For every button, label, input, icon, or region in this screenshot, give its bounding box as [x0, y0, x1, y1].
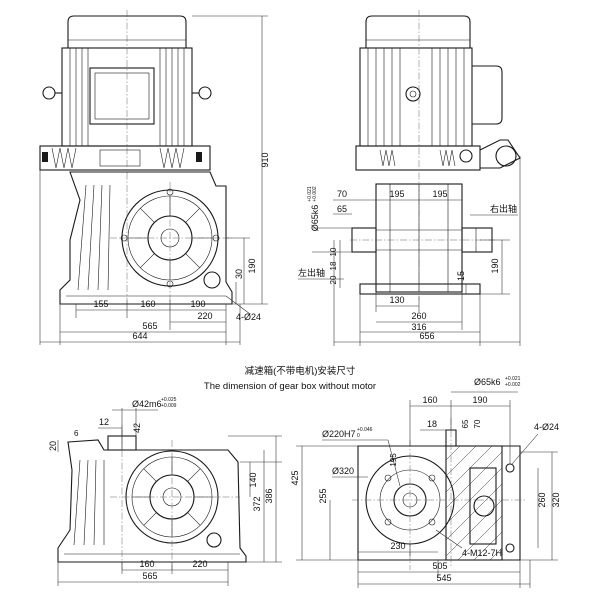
dim-195-vertical: 195: [389, 453, 398, 467]
dim-18-side: 18: [427, 419, 437, 429]
shaft-diameter-label: Ø65k6: [310, 205, 320, 232]
motor-cooling-fins: [69, 48, 185, 146]
dim-260: 260: [411, 311, 426, 321]
caption-english: The dimension of gear box without motor: [204, 381, 376, 392]
side-view-with-motor: 70 195 195 65 Ø65k6 +0.021 +0.002 10 18 …: [298, 10, 521, 346]
bore-diameter-label: Ø220H7: [322, 429, 356, 439]
mounting-hole-icon: [505, 463, 515, 473]
dim-195-left: 195: [389, 189, 404, 199]
dim-18: 18: [329, 261, 338, 270]
dim-30: 30: [234, 269, 244, 279]
dim-20: 20: [329, 275, 338, 284]
dim-644: 644: [132, 331, 147, 341]
dim-260-side: 260: [537, 492, 547, 507]
brake-spring: [51, 147, 185, 169]
bore-tolerance-upper: +0.046: [357, 427, 373, 433]
dim-160: 160: [140, 299, 155, 309]
section-hatch: [445, 445, 503, 561]
dim-190-horizontal: 190: [190, 299, 205, 309]
dim-220-bottom: 220: [192, 559, 207, 569]
shaft-tolerance-lower: +0.002: [312, 186, 318, 202]
dim-140: 140: [248, 472, 258, 487]
dim-320: 320: [551, 492, 561, 507]
dim-160-side: 160: [422, 395, 437, 405]
dim-910: 910: [260, 152, 270, 167]
dim-65-side: 65: [461, 419, 470, 428]
dim-6: 6: [74, 429, 79, 438]
shaft-tolerance-lower: +0.009: [161, 403, 177, 409]
dim-195-right: 195: [432, 189, 447, 199]
dim-565-bottom: 565: [142, 571, 157, 581]
dim-386: 386: [264, 488, 274, 503]
dim-65: 65: [337, 204, 347, 214]
shaft-tolerance-upper: +0.021: [307, 186, 313, 202]
caption-chinese: 减速箱(不带电机)安装尺寸: [245, 365, 356, 377]
dim-20-left: 20: [48, 441, 58, 451]
dim-545: 545: [436, 573, 451, 583]
threads-callout: 4-M12-7H: [462, 548, 502, 558]
dim-230: 230: [390, 541, 405, 551]
dim-505: 505: [432, 561, 447, 571]
drain-plug-icon: [206, 532, 222, 548]
dim-190: 190: [247, 258, 257, 273]
dim-15: 15: [456, 271, 466, 281]
pitch-diameter-label: Ø320: [332, 466, 354, 476]
dim-220: 220: [197, 311, 212, 321]
dim-425: 425: [290, 470, 300, 485]
dim-10: 10: [329, 247, 338, 256]
lifting-eye-icon: [405, 86, 421, 102]
shaft-diameter-label: Ø65k6: [474, 377, 501, 387]
dim-255: 255: [318, 488, 328, 503]
drain-plug-icon: [203, 271, 221, 289]
dim-155: 155: [93, 299, 108, 309]
brake-hand-wheel-icon: [495, 145, 517, 167]
dim-70-side: 70: [473, 419, 482, 428]
dim-70-left: 70: [337, 189, 347, 199]
dim-42: 42: [132, 423, 142, 433]
bore-tolerance-lower: 0: [357, 433, 360, 439]
dim-565: 565: [142, 321, 157, 331]
dim-12: 12: [99, 417, 109, 427]
gearbox-side-view: 160 190 Ø65k6 +0.021 +0.002 18 65 70 4-Ø…: [290, 376, 561, 588]
dim-130: 130: [389, 295, 404, 305]
dim-316: 316: [411, 322, 426, 332]
left-output-shaft-label: 左出轴: [298, 267, 325, 278]
dim-372: 372: [252, 496, 262, 511]
dim-190-side: 190: [490, 258, 500, 273]
holes-callout: 4-Ø24: [236, 312, 261, 322]
dim-656: 656: [419, 331, 434, 341]
shaft-tolerance-lower: +0.002: [505, 382, 521, 388]
gearbox-front-view: Ø42m6 +0.025 +0.009 12 42 20 6 140 372 3…: [48, 397, 282, 586]
shaft-tolerance-upper: +0.025: [161, 397, 177, 403]
holes-callout: 4-Ø24: [534, 422, 559, 432]
shaft-tolerance-upper: +0.021: [505, 376, 521, 382]
shaft-diameter-label: Ø42m6: [132, 399, 162, 409]
dim-160-bottom: 160: [139, 559, 154, 569]
lifting-eye-icon: [198, 86, 212, 100]
mounting-hole-icon: [505, 543, 515, 553]
front-view-with-motor: 910 190 30 155 160 190 565 220 644 4-Ø24: [39, 10, 270, 345]
lifting-eye-icon: [42, 86, 56, 100]
right-output-shaft-label: 右出轴: [490, 203, 517, 214]
dim-190-side-top: 190: [472, 395, 487, 405]
